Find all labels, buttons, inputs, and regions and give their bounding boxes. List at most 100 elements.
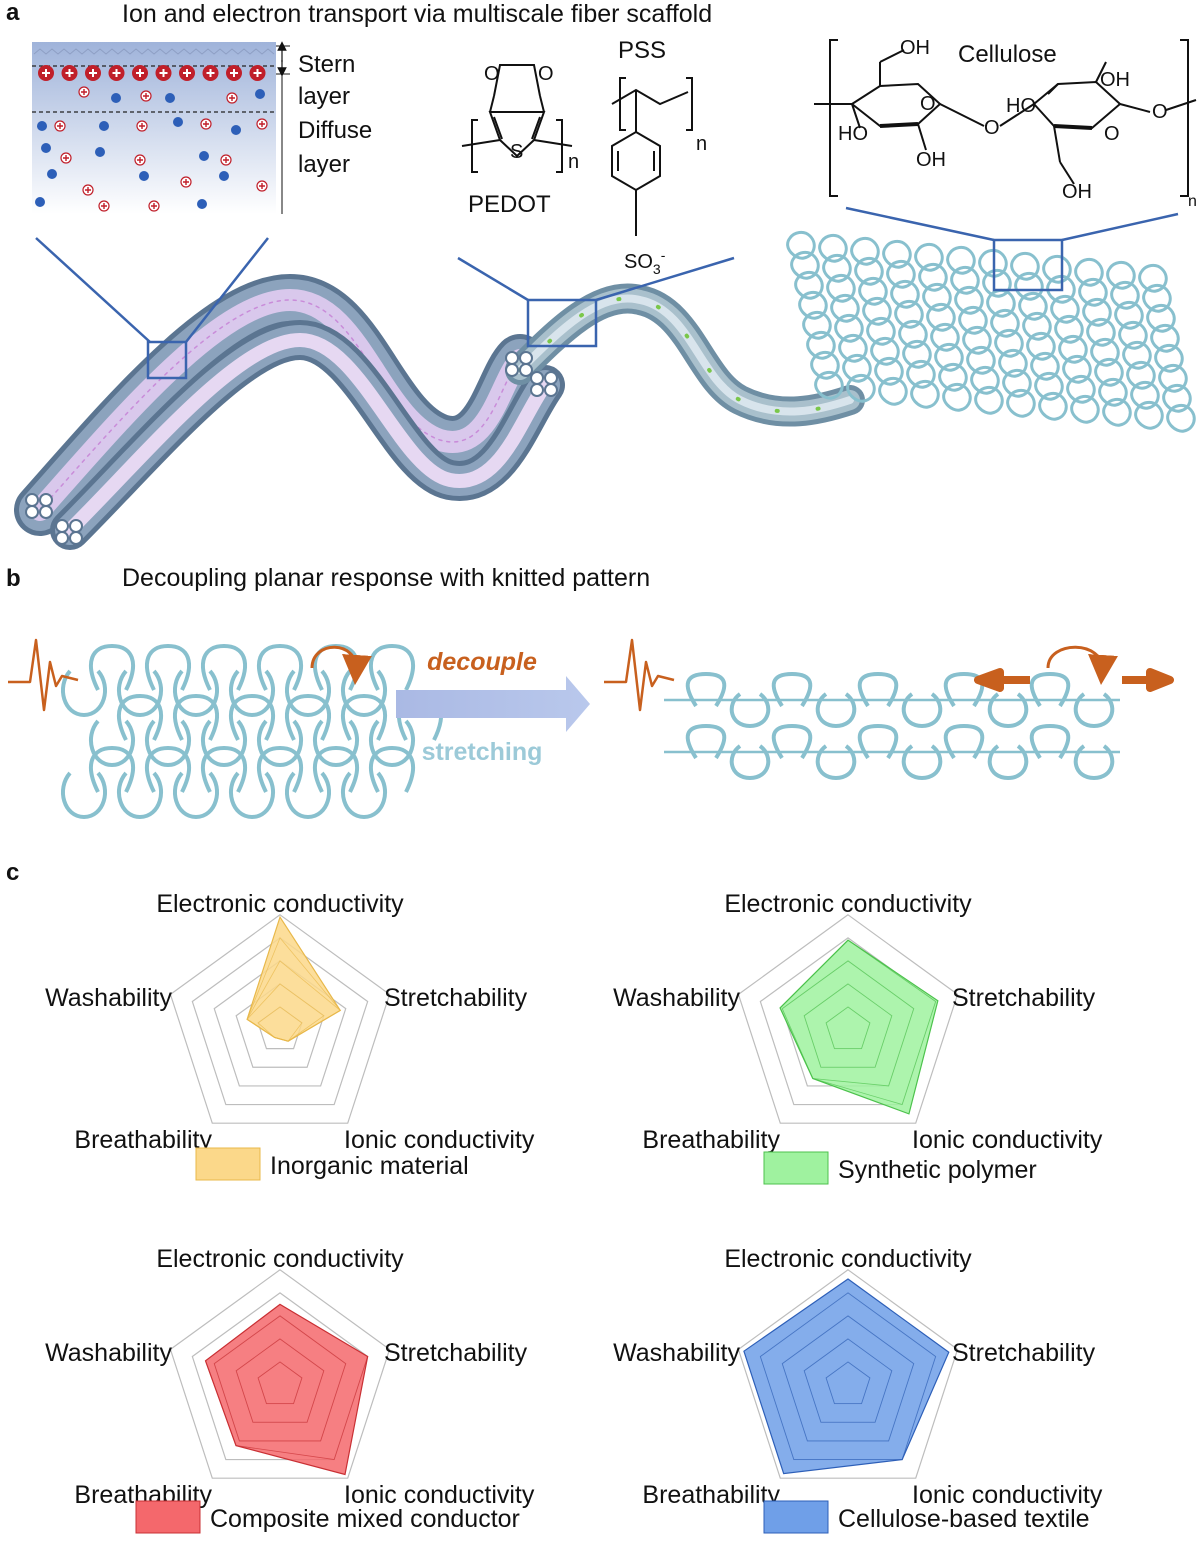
stern-cation-plus (183, 69, 191, 77)
radar-inner-ring (803, 1338, 893, 1423)
fiber-end-cap (519, 363, 533, 377)
pedot-n: n (568, 151, 579, 173)
radar-axis-label: Washability (45, 984, 172, 1012)
cellulose-oh-bond-2 (917, 123, 927, 151)
loop-arrow-left (310, 645, 372, 685)
radar-grid-ring (213, 960, 347, 1087)
fabric-loop (1130, 380, 1160, 410)
signal-wave-right (604, 638, 675, 712)
pedot-thiophene-ring (488, 111, 546, 158)
radar-chart-2: Electronic conductivityStretchabilityIon… (613, 890, 1103, 1185)
diffuse-cation-plus (259, 121, 265, 127)
radar-grid-ring (169, 1269, 391, 1479)
diffuse-anion (139, 171, 149, 181)
fiber-network-1 (39, 299, 521, 511)
zoom-line-pedot-left (457, 256, 529, 302)
stern-cation-plus (42, 69, 50, 77)
fabric-loop (1166, 403, 1196, 433)
diffuse-anion (255, 89, 265, 99)
pedot-chain-left (461, 139, 501, 147)
radar-inner-ring (257, 1361, 303, 1405)
fiber-end-cap (69, 531, 83, 545)
cellulose-n: n (1188, 193, 1197, 210)
cellulose-bracket-right (1180, 39, 1189, 197)
panel-a-letter: a (6, 0, 20, 26)
radar-inner-ring (825, 1006, 871, 1050)
fabric-loop (978, 248, 1008, 278)
diffuse-anion (111, 93, 121, 103)
fiber-end-cap (544, 383, 558, 397)
diffuse-cation-plus (57, 123, 63, 129)
fiber-end-cap (39, 493, 53, 507)
fabric-loop (1046, 274, 1076, 304)
fabric-loop (838, 333, 868, 363)
fabric-loop (882, 239, 912, 269)
fabric-loop (922, 282, 952, 312)
fabric-loop (934, 342, 964, 372)
knit-loop-relaxed (228, 771, 276, 820)
diffuse-cation-plus (229, 95, 235, 101)
diffuse-cation-plus (81, 89, 87, 95)
knit-loop-relaxed (284, 693, 332, 741)
fabric-loop (1034, 371, 1064, 401)
fiber-bundle (14, 273, 865, 550)
fabric-loop (1038, 391, 1068, 421)
zoom-box-cellulose (992, 238, 1064, 292)
pedot-o-right: O (538, 63, 554, 85)
cellulose-ch2-bond-2 (1053, 125, 1061, 163)
panel-b-letter: b (6, 565, 21, 592)
cellulose-oh-2: OH (916, 149, 946, 171)
stern-cation-plus (112, 69, 121, 77)
fiber-end-cap (519, 351, 533, 365)
panel-b-title: Decoupling planar response with knitted … (122, 564, 650, 592)
knit-loop-relaxed (144, 719, 192, 768)
radar-grid-ring (191, 937, 369, 1106)
legend-label: Composite mixed conductor (210, 1505, 520, 1533)
knit-loop-relaxed (256, 719, 304, 768)
fabric-loop (790, 250, 820, 280)
diffuse-cation-plus (139, 123, 145, 129)
cellulose-oh-bond-4 (1095, 61, 1107, 83)
fabric-loop (810, 350, 840, 380)
pedot-o-left: O (484, 63, 500, 85)
radar-grid-ring (737, 914, 959, 1124)
fiber-end-cap (69, 519, 83, 533)
decouple-arrow (396, 676, 590, 732)
knit-loop-stretched (729, 744, 771, 781)
fabric-loop (910, 379, 940, 409)
radar-grid-ring (191, 1292, 369, 1461)
pedot-double-bond-2 (531, 116, 541, 140)
edl-surface-chain (33, 48, 275, 55)
fabric-loop (926, 302, 956, 332)
diffuse-anion (37, 121, 47, 131)
fiber-end-cap (55, 519, 69, 533)
diffuse-anion (197, 199, 207, 209)
cellulose-oh-1: OH (900, 37, 930, 59)
legend-swatch (195, 1147, 261, 1181)
fabric-loop (1006, 388, 1036, 418)
fabric-loop (1026, 331, 1056, 361)
cellulose-oh-4: OH (1062, 181, 1092, 203)
radar-charts: Electronic conductivityStretchabilityIon… (45, 890, 1103, 1534)
radar-axis-label: Washability (613, 1339, 740, 1367)
stern-cation-plus (159, 69, 168, 77)
pss-bracket-left (619, 77, 626, 131)
legend-label: Synthetic polymer (838, 1156, 1037, 1184)
fabric-loop (998, 348, 1028, 378)
knit-loop-stretched (901, 692, 943, 729)
knit-loop-stretched (685, 723, 727, 760)
diffuse-cation-plus (63, 155, 69, 161)
fiber-dots (518, 296, 852, 414)
stern-cation-plus (89, 69, 97, 77)
radar-inner-ring (781, 1315, 915, 1442)
fabric-loop (886, 259, 916, 289)
cellulose-ring-o-1: O (920, 93, 936, 115)
stern-cation-plus (230, 69, 238, 77)
radar-axis-label: Ionic conductivity (344, 1481, 535, 1509)
fabric-loop (1118, 320, 1148, 350)
radar-axis-label: Electronic conductivity (156, 1245, 404, 1273)
diffuse-anion (199, 151, 209, 161)
fiber-core-2 (63, 332, 552, 537)
fabric-loop (1162, 383, 1192, 413)
decouple-label: decouple (427, 648, 537, 676)
